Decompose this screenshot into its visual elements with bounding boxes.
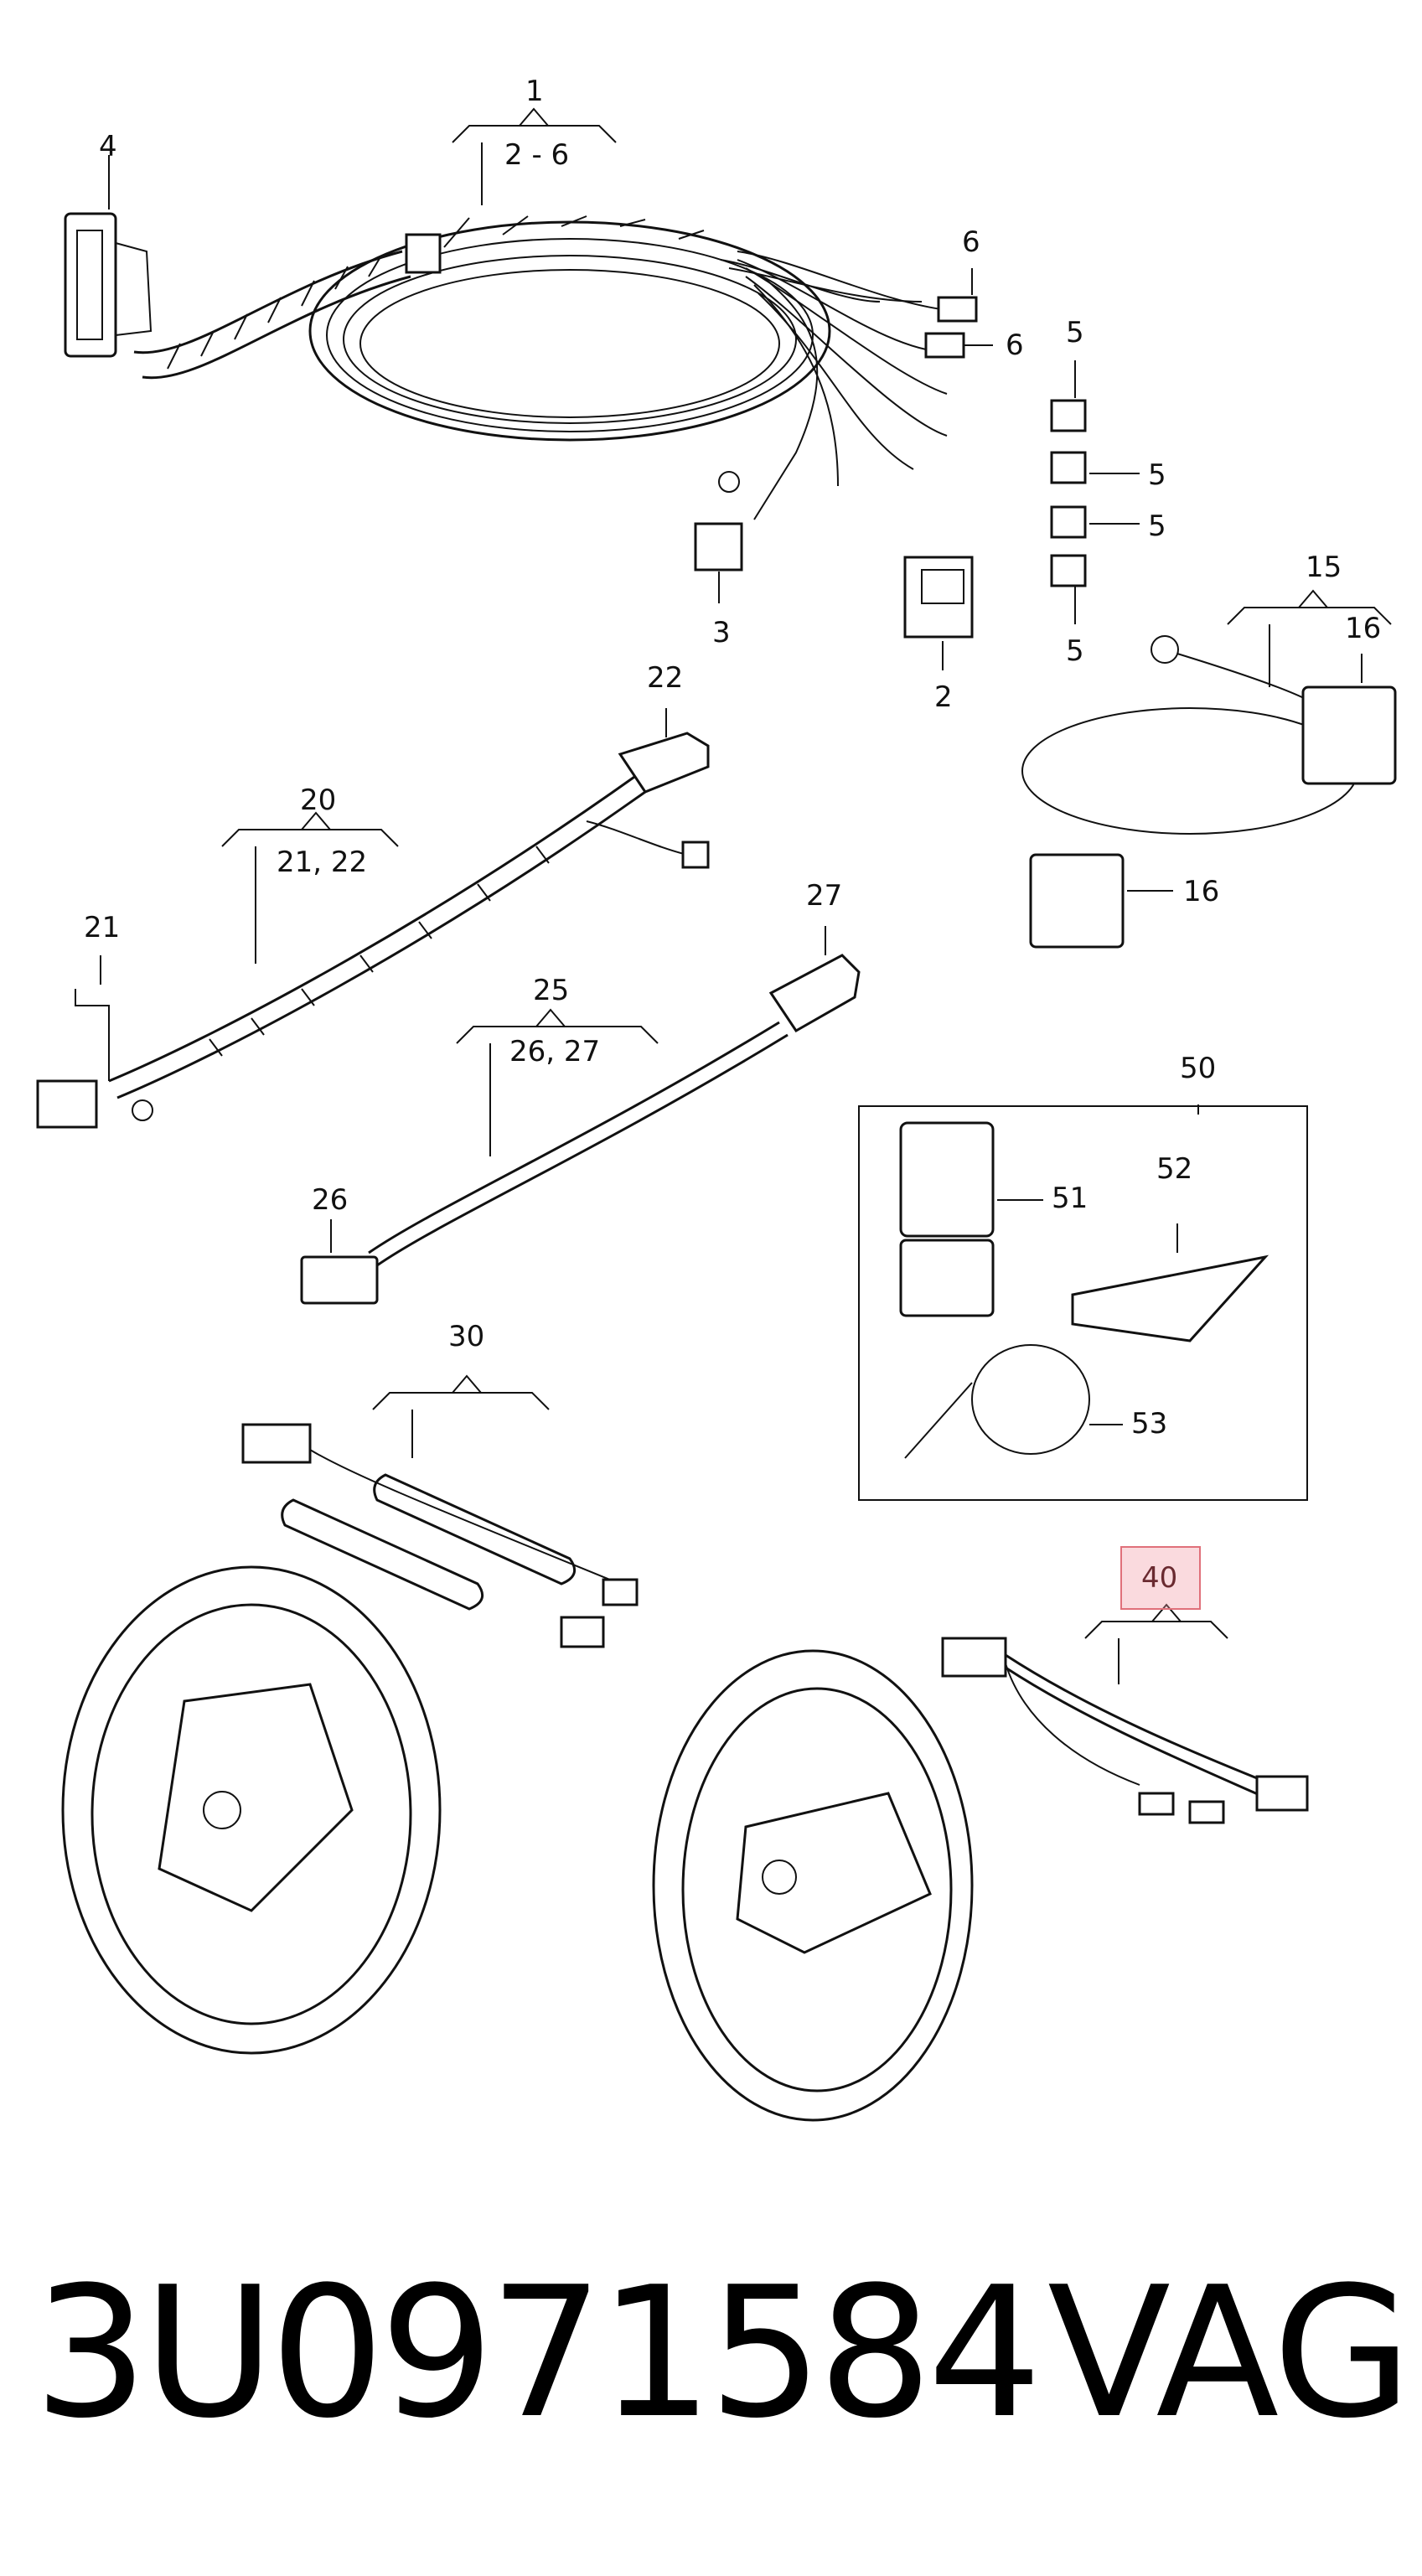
callout-6a: 6: [962, 225, 980, 259]
callout-5c: 5: [1148, 510, 1166, 543]
callout-25: 25: [533, 974, 570, 1007]
wiring-diagram-drawing: [36, 107, 1397, 2122]
callout-16b: 16: [1183, 875, 1220, 908]
callout-20-range: 21, 22: [277, 846, 368, 879]
callout-53: 53: [1131, 1407, 1168, 1441]
parts-diagram: 1 2 - 6 4 6 6 5 5 5 5 5 3 2 15 16 16 22 …: [36, 75, 1397, 2122]
kit-50-group: [858, 1104, 1308, 1501]
callout-40: 40: [1141, 1561, 1178, 1595]
callout-51: 51: [1052, 1182, 1088, 1215]
callout-52: 52: [1156, 1152, 1193, 1186]
callout-27: 27: [806, 879, 843, 913]
callout-1-range: 2 - 6: [504, 138, 570, 172]
brand-label: VAG: [1047, 2248, 1412, 2458]
callout-21: 21: [84, 911, 121, 944]
callout-50: 50: [1180, 1052, 1217, 1085]
callout-16a: 16: [1345, 612, 1382, 645]
callout-22: 22: [647, 661, 684, 695]
callout-5b: 5: [1148, 458, 1166, 492]
callout-1: 1: [525, 75, 544, 108]
callout-5d: 5: [1066, 634, 1084, 668]
highlight-box-40: [1120, 1546, 1201, 1610]
callout-5a: 5: [1066, 316, 1084, 349]
harness-25-group: [300, 926, 861, 1305]
harness-30-group: [61, 1374, 639, 2055]
callout-25-range: 26, 27: [509, 1035, 601, 1068]
harness-15-group: [1021, 589, 1397, 949]
callout-3: 3: [712, 616, 731, 649]
harness-1-group: [64, 107, 1140, 670]
callout-20: 20: [300, 784, 337, 817]
harness-40-group: [652, 1603, 1309, 2122]
callout-15: 15: [1306, 551, 1342, 584]
harness-20-group: [36, 708, 710, 1129]
callout-6b: 6: [1006, 328, 1024, 362]
callout-26: 26: [312, 1183, 349, 1217]
callout-2: 2: [934, 680, 953, 714]
callout-4: 4: [99, 130, 117, 163]
part-number: 3U0971584: [34, 2248, 1042, 2458]
callout-30: 30: [448, 1320, 485, 1353]
